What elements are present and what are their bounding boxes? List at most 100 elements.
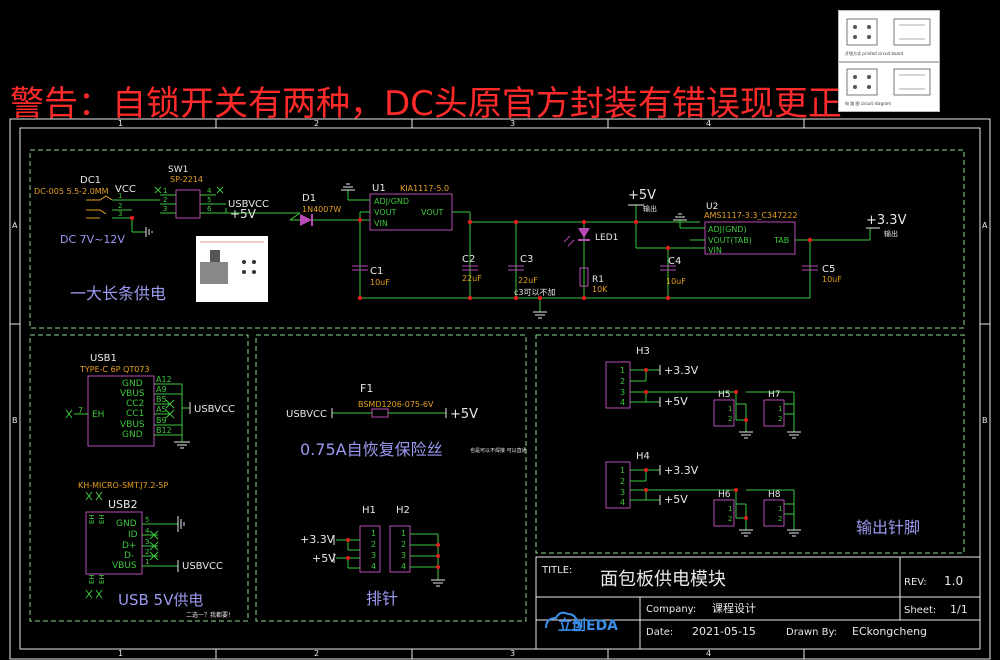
thumbnail-switch-a[interactable]: 开锁方式 printed circuit board [838,10,940,62]
fuse-caption: 0.75A自恢复保险丝 [300,440,443,459]
usb1-connector[interactable]: USB1 TYPE-C 6P QT073 GND VBUS CC2 CC1 VB… [65,353,235,449]
h1-net-33v: +3.3V [300,533,335,546]
svg-text:7: 7 [78,406,83,415]
ground-icon [787,529,801,537]
svg-text:3: 3 [620,488,625,497]
svg-text:3: 3 [145,538,149,546]
frame-labels: 1 2 3 4 1 2 3 4 A B A B [12,119,988,658]
led1[interactable]: LED1 [563,228,618,247]
svg-text:2: 2 [163,196,167,204]
svg-text:4: 4 [145,527,150,535]
c2-value: 22uF [462,274,482,283]
sw1-net-usbvcc: USBVCC [228,199,269,210]
logo-text: 立创EDA [558,617,618,634]
svg-text:2: 2 [145,548,149,556]
region-outputs [535,334,965,554]
svg-text:B5: B5 [156,395,167,404]
h4-net-33v: +3.3V [664,464,699,477]
thumb-caption-2: 电 路 图 circuit diagram [845,101,891,106]
svg-text:2: 2 [118,202,122,210]
svg-text:VIN: VIN [708,246,722,255]
svg-text:1: 1 [401,529,406,538]
warning-banner: 警告：自锁开关有两种，DC头原官方封装有错误现更正 [10,84,842,124]
row-label-a: A [12,221,18,230]
sheet-label: Sheet: [904,605,936,616]
output-headers[interactable]: H3 12 34 +3.3V +5V H5 12 H7 12 H4 [605,346,920,537]
svg-text:CC2: CC2 [126,399,144,409]
plus33v-label: +3.3V [866,213,907,228]
ground-icon [739,431,753,439]
dc1-jack[interactable]: DC1 DC-005 5.5-2.0MM VCC 1 2 3 DC 7V~12V [34,175,153,246]
c1-capacitor[interactable] [352,265,368,271]
d1-diode[interactable]: D1 1N4007W [289,193,370,226]
svg-text:4: 4 [620,398,625,407]
usb2-connector[interactable]: KH-MICRO-SMT.J7.2-5P USB2 GND ID D+ D- V… [78,481,234,619]
f1-fuse[interactable]: F1 BSMD1206-075-6V USBVCC +5V 0.75A自恢复保险… [286,382,527,459]
region-power [29,149,965,329]
c4-value: 10uF [666,277,686,286]
svg-text:VOUT(TAB): VOUT(TAB) [708,236,752,245]
ground-icon [174,441,190,449]
usb1-value: TYPE-C 6P QT073 [79,365,150,374]
plus5v-output[interactable]: +5V 输出 [628,188,657,213]
c5-value: 10uF [822,275,842,284]
rev-label: REV: [904,577,927,588]
svg-text:GND: GND [116,519,137,529]
u2-value: AMS1117-3.3_C347222 [704,211,798,220]
svg-text:1: 1 [778,405,782,413]
h3-ref: H3 [636,346,650,357]
svg-text:6: 6 [207,205,212,213]
title-block: TITLE: 面包板供电模块 REV: 1.0 Company: 课程设计 Sh… [535,556,981,650]
sw1-switch[interactable]: SW1 SP-2214 1 2 3 4 5 6 USBVCC +5V [132,165,300,221]
c2-capacitor[interactable] [462,265,478,271]
h5-ref: H5 [718,390,731,400]
usb2-net: USBVCC [182,561,223,572]
svg-text:EH: EH [88,514,96,524]
dc1-vcc: VCC [115,184,136,195]
svg-text:VIN: VIN [374,219,388,228]
row-label-b-right: B [982,416,988,425]
company-value: 课程设计 [712,602,756,615]
thumbnail-switch-b[interactable]: 电 路 图 circuit diagram [838,62,940,112]
h3-net-5v: +5V [664,395,688,408]
h1-h2-headers[interactable]: H1 H2 12 34 12 34 +3.3V +5V 排针 [300,505,445,608]
drawing-frame [9,118,991,660]
svg-text:3: 3 [163,205,167,213]
title-value: 面包板供电模块 [600,569,726,590]
svg-text:VBUS: VBUS [120,389,145,399]
ground-icon [787,431,801,439]
c4-capacitor[interactable] [660,265,676,271]
svg-text:3: 3 [620,388,625,397]
svg-text:1: 1 [371,529,376,538]
plus5v-label: +5V [628,188,656,203]
svg-text:GND: GND [122,430,143,440]
h8-ref: H8 [768,490,781,500]
svg-text:1: 1 [620,366,625,375]
h1-ref: H1 [362,505,376,516]
col-label-1-bottom: 1 [118,649,123,658]
r1-resistor[interactable]: R1 10K [579,267,608,294]
d1-ref: D1 [302,193,316,204]
svg-text:B12: B12 [156,426,172,435]
f1-net-right: +5V [450,407,478,422]
fuse-note: 也是可以不焊接 可以直通 [470,447,527,454]
c5-capacitor[interactable] [802,265,818,271]
r1-ref: R1 [592,275,604,285]
svg-text:A9: A9 [156,385,167,394]
drawn-value: ECkongcheng [852,625,927,638]
row-label-b: B [12,416,18,425]
svg-text:A5: A5 [156,405,167,414]
svg-text:EH: EH [98,514,106,524]
c1-ref: C1 [370,266,383,277]
svg-text:CC1: CC1 [126,409,144,419]
c3-ref: C3 [520,254,533,265]
usb-section-note: 二选一？我都要！ [186,611,234,619]
col-label-2-bottom: 2 [314,649,319,658]
svg-text:EH: EH [92,410,104,420]
plus33v-output[interactable]: +3.3V 输出 [866,213,907,240]
u2-regulator[interactable]: U2 AMS1117-3.3_C347222 ADJ(GND) VOUT(TAB… [635,202,870,255]
c3-capacitor[interactable] [508,265,524,271]
switch-photo[interactable] [196,236,268,302]
date-value: 2021-05-15 [692,625,756,638]
